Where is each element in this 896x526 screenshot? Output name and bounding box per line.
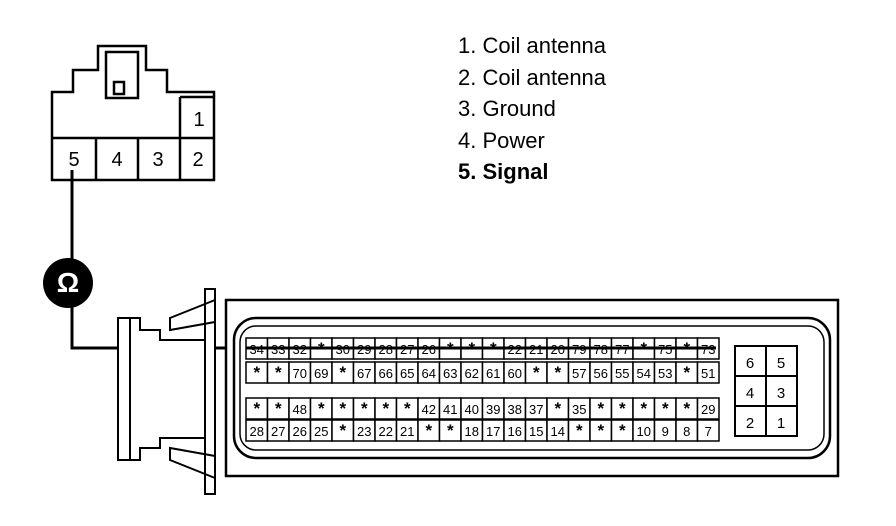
ecm-side-pin-label: 4: [746, 385, 754, 402]
ecm-pin-label: *: [253, 399, 260, 418]
ecm-pin-label: 41: [443, 402, 457, 417]
ecm-pin-label: 17: [486, 424, 500, 439]
ecm-pin-label: *: [275, 399, 282, 418]
ecm-pin-label: *: [339, 421, 346, 440]
ecm-pin-label: 35: [572, 402, 586, 417]
ecm-pin-label: 66: [379, 366, 393, 381]
ecm-pin-label: 9: [662, 424, 669, 439]
ecm-pin-label: *: [554, 399, 561, 418]
ecm-pin-label: 51: [701, 366, 715, 381]
ecm-pin-label: 16: [508, 424, 522, 439]
ohmmeter-icon: [43, 258, 93, 308]
ecm-pin-label: *: [382, 399, 389, 418]
ecm-pin-label: 39: [486, 402, 500, 417]
ecm-pin-label: *: [533, 363, 540, 382]
legend-item: 1. Coil antenna: [458, 33, 607, 58]
ecm-pin-label: 54: [637, 366, 651, 381]
ecm-pin-label: *: [662, 399, 669, 418]
ecm-side-pin-label: 1: [777, 415, 785, 432]
ecm-pin-label: 69: [314, 366, 328, 381]
ohmmeter-symbol: Ω: [57, 267, 79, 298]
small-connector-pin-label: 4: [111, 149, 122, 171]
ecm-pin-label: *: [361, 399, 368, 418]
ecm-pin-cell: [696, 397, 720, 420]
ecm-connector: [117, 288, 840, 495]
ecm-pin-label: *: [318, 399, 325, 418]
ecm-pin-label: 23: [357, 424, 371, 439]
ecm-pin-label: 62: [465, 366, 479, 381]
ecm-pin-label: 25: [314, 424, 328, 439]
ecm-pin-label: *: [576, 421, 583, 440]
ecm-pin-label: 29: [701, 402, 715, 417]
ecm-pin-label: 38: [508, 402, 522, 417]
ecm-pin-label: 65: [400, 366, 414, 381]
small-connector-pin-label: 3: [152, 149, 163, 171]
ecm-pin-label: *: [339, 363, 346, 382]
ecm-pin-grid: 343332*3029282726***222120797877*75*73**…: [245, 337, 720, 442]
ecm-pin-label: 8: [683, 424, 690, 439]
ecm-pin-label: 28: [250, 424, 264, 439]
ecm-pin-label: 14: [551, 424, 565, 439]
ecm-side-pin-label: 6: [746, 355, 754, 372]
small-connector: [50, 44, 216, 182]
ecm-pin-label: 22: [379, 424, 393, 439]
legend-item: 2. Coil antenna: [458, 64, 607, 90]
ecm-pin-label: *: [683, 363, 690, 382]
ecm-pin-label: *: [597, 399, 604, 418]
legend-item: 3. Ground: [458, 96, 556, 121]
ecm-pin-label: 42: [422, 402, 436, 417]
ecm-pin-label: 64: [422, 366, 436, 381]
ecm-pin-label: 70: [293, 366, 307, 381]
ecm-pin-label: 21: [400, 424, 414, 439]
ecm-pin-label: 48: [293, 402, 307, 417]
ecm-pin-label: 60: [508, 366, 522, 381]
ecm-pin-label: *: [425, 421, 432, 440]
ecm-pin-label: 55: [615, 366, 629, 381]
ecm-side-pin-label: 3: [777, 385, 785, 402]
pin-legend: 1. Coil antenna 2. Coil antenna 3. Groun…: [458, 30, 606, 188]
legend-item: 5. Signal: [458, 159, 549, 184]
ecm-pin-label: 27: [271, 424, 285, 439]
ecm-pin-label: *: [404, 399, 411, 418]
legend-item: 4. Power: [458, 127, 545, 153]
ecm-pin-label: 57: [572, 366, 586, 381]
ecm-pin-label: *: [640, 399, 647, 418]
ecm-pin-label: 18: [465, 424, 479, 439]
ecm-pin-label: *: [619, 399, 626, 418]
ecm-pin-label: *: [339, 399, 346, 418]
ecm-pin-label: *: [554, 363, 561, 382]
ecm-pin-label: *: [253, 363, 260, 382]
ecm-side-pin-label: 5: [777, 355, 785, 372]
ecm-pin-label: 15: [529, 424, 543, 439]
small-connector-pin-label: 1: [193, 109, 204, 131]
ecm-pin-label: *: [275, 363, 282, 382]
ecm-pin-cell: [696, 361, 720, 384]
ecm-pin-label: 56: [594, 366, 608, 381]
ecm-pin-label: 40: [465, 402, 479, 417]
ecm-pin-label: 63: [443, 366, 457, 381]
ecm-side-pin-label: 2: [746, 415, 754, 432]
ecm-side-pin-block: 6 5 4 3 2 1: [746, 355, 785, 432]
ecm-pin-label: 10: [637, 424, 651, 439]
ecm-pin-label: 37: [529, 402, 543, 417]
ecm-pin-cell: [696, 419, 720, 442]
ecm-pin-label: 7: [705, 424, 712, 439]
ecm-pin-label: 61: [486, 366, 500, 381]
ecm-pin-label: *: [447, 421, 454, 440]
ecm-pin-label: 67: [357, 366, 371, 381]
ecm-pin-label: *: [597, 421, 604, 440]
ecm-pin-label: 53: [658, 366, 672, 381]
ecm-pin-label: 26: [293, 424, 307, 439]
small-connector-pin-label: 2: [192, 149, 203, 171]
small-connector-pin-label: 5: [68, 149, 79, 171]
ecm-pin-label: *: [619, 421, 626, 440]
ecm-pin-label: *: [683, 399, 690, 418]
